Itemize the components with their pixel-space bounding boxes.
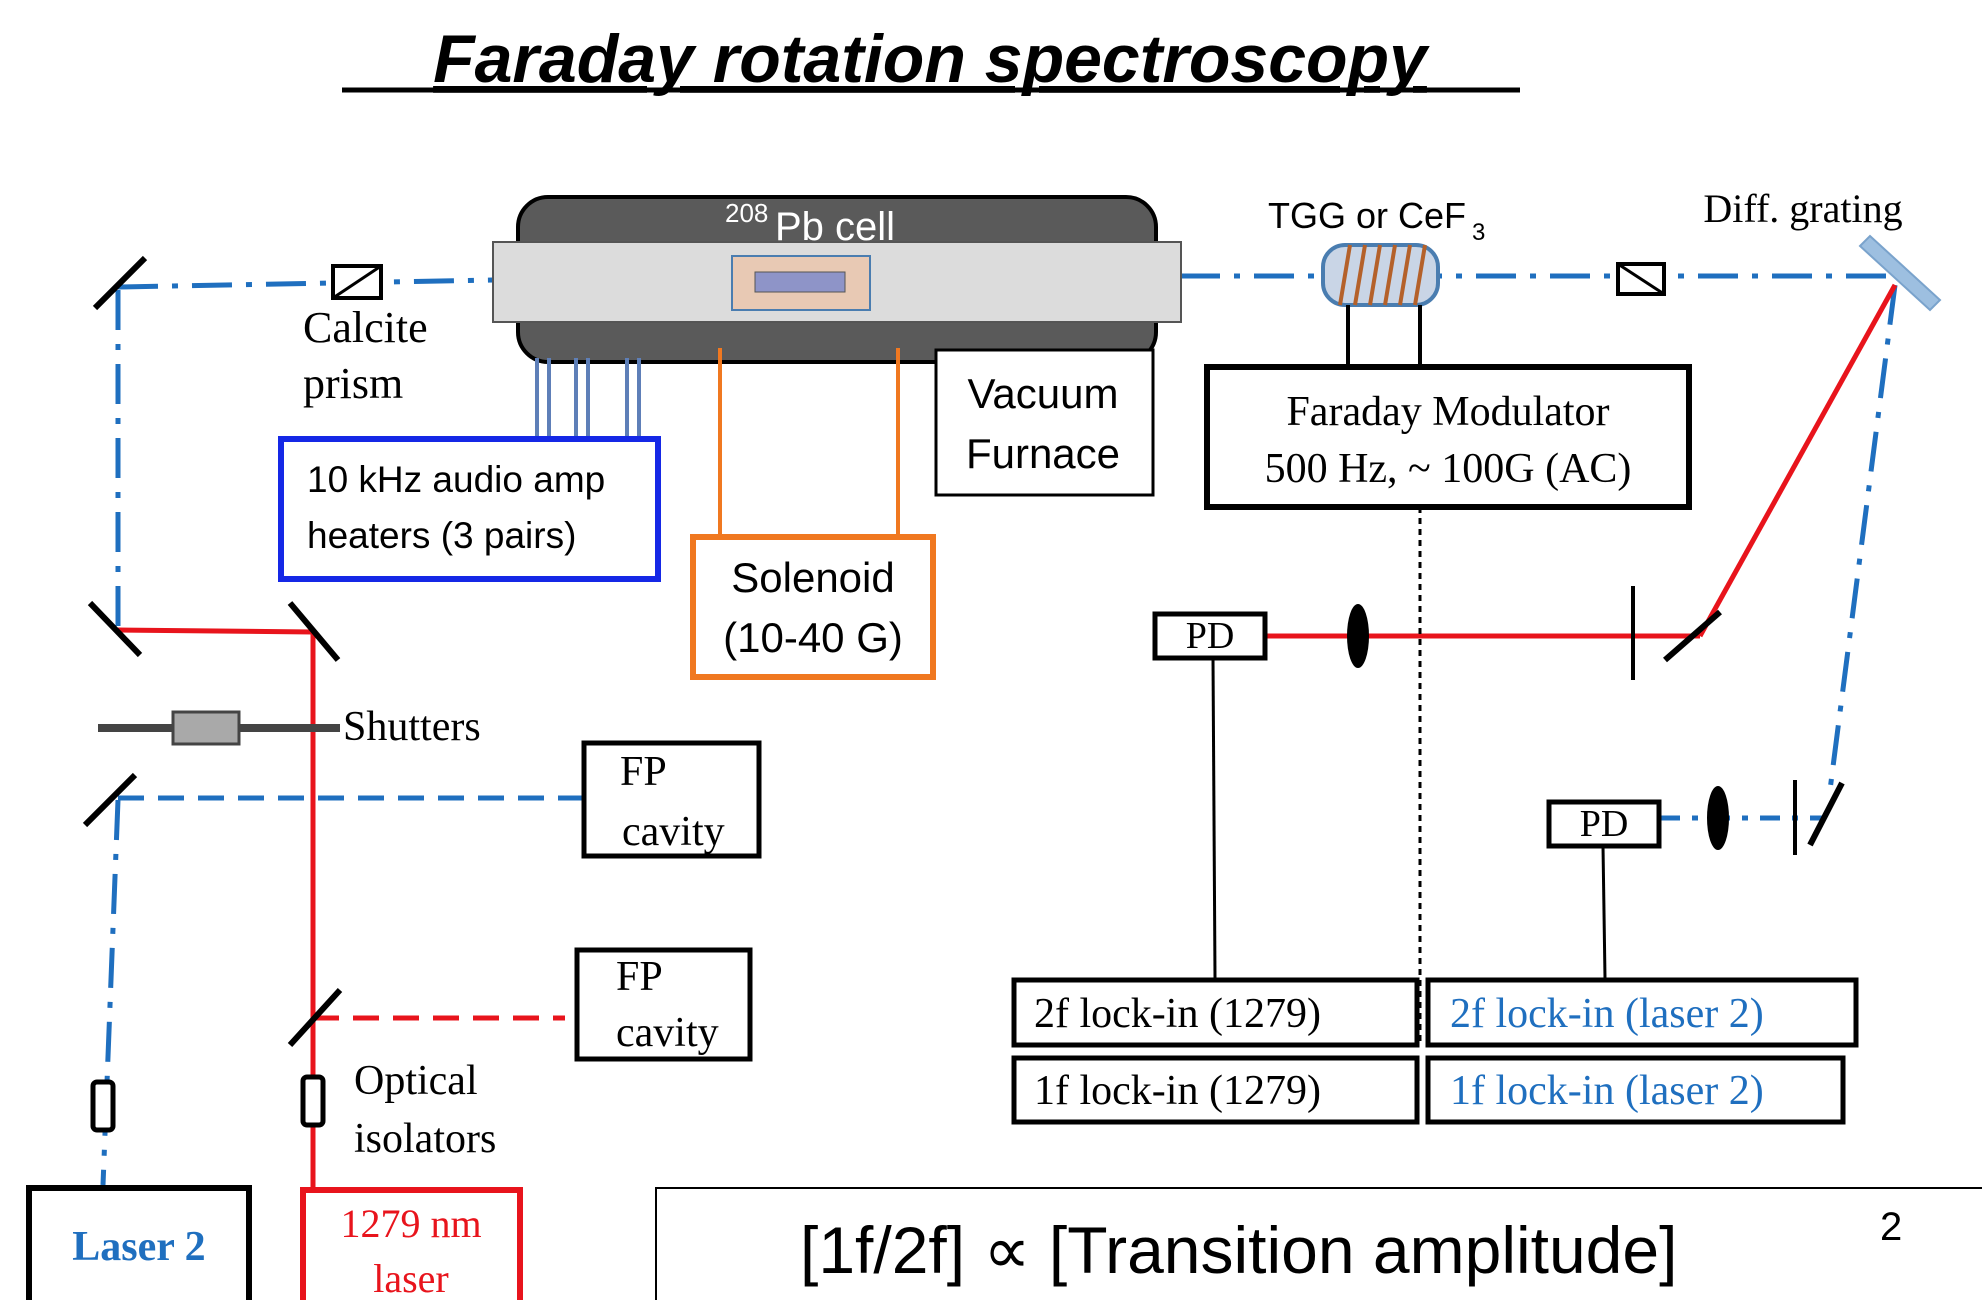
audio-amp-box xyxy=(278,436,661,582)
diffraction-grating-icon xyxy=(1858,234,1942,312)
shutters-label: Shutters xyxy=(343,704,481,750)
shutter-icon xyxy=(171,710,241,746)
lockin-2f-laser2-box xyxy=(1425,977,1859,1048)
calcite-label-line2: prism xyxy=(303,359,403,408)
fp-cavity-blue-line1: FP xyxy=(620,749,667,795)
lockin-1f-1279-label: 1f lock-in (1279) xyxy=(1034,1068,1321,1114)
pb-cell-sup: 208 xyxy=(725,198,768,228)
solenoid-box xyxy=(690,534,936,680)
blue-beam-path xyxy=(100,273,1898,1186)
fp-cavity-red-line2: cavity xyxy=(616,1010,719,1056)
mirror-blue-right xyxy=(1807,781,1845,847)
formula-text: [1f/2f] ∝ [Transition amplitude] xyxy=(800,1213,1677,1287)
faraday-modulator-box xyxy=(1204,364,1692,510)
mirror-red-right xyxy=(1663,609,1722,663)
isolators-line1: Optical xyxy=(354,1058,478,1104)
isolator-blue-icon xyxy=(90,1079,116,1133)
mirror-splitter xyxy=(82,772,138,828)
modulator-line1: Faraday Modulator xyxy=(1286,389,1609,435)
laser1279-box xyxy=(300,1187,523,1300)
pd-blue-label: PD xyxy=(1580,803,1629,845)
mirror-red-top xyxy=(287,601,341,662)
fp-cavity-red-line1: FP xyxy=(616,954,663,1000)
laser2-box xyxy=(26,1185,252,1300)
fp-cavity-red-box xyxy=(574,947,753,1062)
mirror-red-lower xyxy=(287,987,343,1048)
calcite-label-line1: Calcite xyxy=(303,303,428,352)
pb-cell-label: Pb cell xyxy=(775,205,895,249)
isolator-red-icon xyxy=(300,1074,326,1128)
vacuum-line1: Vacuum xyxy=(968,370,1119,417)
lockin-2f-laser2-label: 2f lock-in (laser 2) xyxy=(1450,991,1764,1037)
laser1279-line1: 1279 nm xyxy=(340,1201,481,1246)
formula-exponent: 2 xyxy=(1880,1205,1902,1249)
lockin-1f-laser2-label: 1f lock-in (laser 2) xyxy=(1450,1068,1764,1114)
lockin-2f-1279-label: 2f lock-in (1279) xyxy=(1034,991,1321,1037)
mirror-left xyxy=(87,600,143,658)
laser1279-line2: laser xyxy=(373,1256,449,1300)
tgg-label: TGG or CeF xyxy=(1268,195,1466,236)
isolators-line2: isolators xyxy=(354,1116,496,1162)
lockin-1f-laser2-box xyxy=(1425,1055,1846,1125)
tgg-label-sub: 3 xyxy=(1472,219,1485,246)
vacuum-line2: Furnace xyxy=(966,430,1120,477)
lens-red-icon xyxy=(1347,604,1369,668)
audio-amp-line1: 10 kHz audio amp xyxy=(307,459,605,500)
diff-grating-label: Diff. grating xyxy=(1703,186,1902,231)
pd-red-label: PD xyxy=(1186,615,1235,657)
mirrors xyxy=(82,255,1845,1048)
solenoid-line1: Solenoid xyxy=(731,554,894,601)
mirror-top-left xyxy=(92,255,148,311)
fp-cavity-blue-line2: cavity xyxy=(622,809,725,855)
solenoid-line2: (10-40 G) xyxy=(723,614,903,661)
laser2-label: Laser 2 xyxy=(72,1224,205,1270)
lens-blue-icon xyxy=(1707,786,1729,850)
vacuum-furnace-box xyxy=(934,348,1155,497)
audio-amp-line2: heaters (3 pairs) xyxy=(307,515,576,556)
page-title: Faraday rotation spectroscopy xyxy=(433,21,1430,97)
lockin-2f-1279-box xyxy=(1011,977,1420,1048)
pb-cell-icon xyxy=(754,271,846,293)
modulator-line2: 500 Hz, ~ 100G (AC) xyxy=(1265,446,1632,492)
lockin-1f-1279-box xyxy=(1011,1055,1420,1125)
heater-wires xyxy=(535,358,641,440)
photodiode-red xyxy=(1152,611,1268,661)
formula-box xyxy=(655,1187,1982,1300)
fp-cavity-blue-box xyxy=(581,740,762,859)
modulator-coil-icon xyxy=(1338,244,1427,306)
solenoid-wires xyxy=(718,348,900,535)
